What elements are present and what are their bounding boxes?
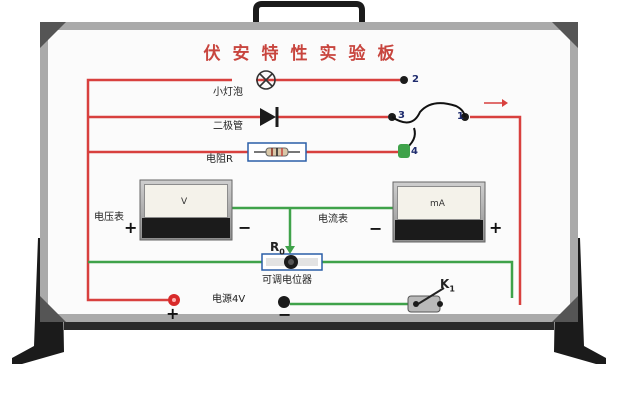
terminals <box>388 76 469 158</box>
green-wires <box>88 206 514 306</box>
terminal-2[interactable]: 2 <box>412 74 419 85</box>
switch-icon[interactable] <box>407 287 445 313</box>
voltmeter-minus: − <box>238 218 252 237</box>
voltmeter-label: 电压表 <box>94 212 124 223</box>
lamp-icon <box>256 70 276 90</box>
lamp-label: 小灯泡 <box>213 87 243 98</box>
potentiometer-label: 可调电位器 <box>262 275 312 286</box>
potentiometer-symbol: R0 <box>270 240 285 257</box>
resistor-label: 电阻R <box>206 154 233 165</box>
ammeter-label: 电流表 <box>318 214 348 225</box>
power-jacks[interactable] <box>168 294 290 308</box>
board-title: 伏安特性实验板 <box>203 44 407 64</box>
voltmeter-plus: + <box>124 218 138 237</box>
resistor-icon <box>247 142 307 162</box>
voltmeter-unit: V <box>181 197 188 207</box>
voltmeter-face: V <box>144 184 228 218</box>
red-wires <box>86 78 522 305</box>
diode-label: 二极管 <box>213 121 243 132</box>
terminal-1[interactable]: 1 <box>457 111 464 122</box>
knob-icon[interactable] <box>284 255 298 269</box>
power-plus: + <box>166 304 180 323</box>
ammeter-plus: + <box>489 218 503 237</box>
switch-symbol: K1 <box>440 277 455 294</box>
carry-handle <box>253 1 365 24</box>
terminal-4[interactable]: 4 <box>411 146 418 157</box>
power-minus: − <box>278 305 292 324</box>
ammeter-minus: − <box>369 219 383 238</box>
arrow-right-icon <box>484 99 508 107</box>
ammeter-unit: mA <box>430 199 445 209</box>
ammeter-face: mA <box>397 186 481 220</box>
diode-icon <box>260 107 279 127</box>
terminal-3[interactable]: 3 <box>398 110 405 121</box>
power-label: 电源4V <box>212 294 246 305</box>
board-face <box>48 30 570 314</box>
